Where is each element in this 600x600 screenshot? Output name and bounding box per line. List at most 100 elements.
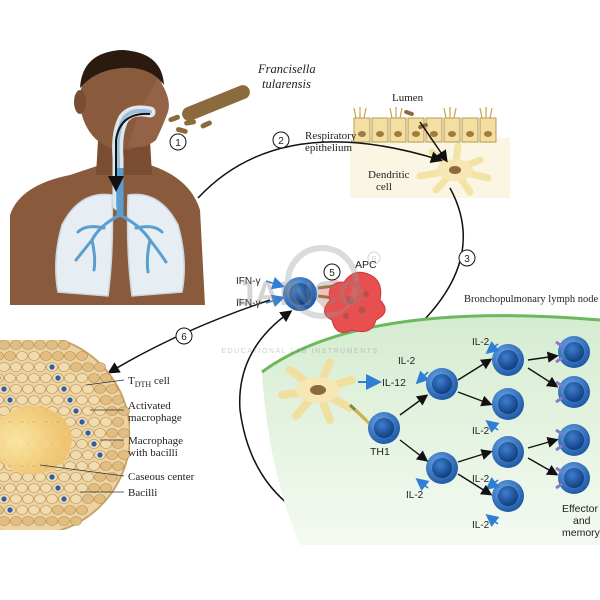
granuloma-cell bbox=[106, 384, 118, 394]
caseous-center-label: Caseous center bbox=[128, 471, 195, 483]
granuloma-cell bbox=[106, 406, 118, 416]
watermark-logo: JAINCO bbox=[236, 275, 364, 313]
granuloma-cell bbox=[118, 450, 130, 460]
granuloma-cell bbox=[112, 417, 124, 427]
bacilli-label: Bacilli bbox=[128, 487, 157, 499]
effector-label-2: and bbox=[573, 515, 591, 527]
il2-label-3: IL-2 bbox=[472, 426, 490, 437]
respiratory-epithelium bbox=[350, 107, 510, 198]
granuloma-cell bbox=[46, 384, 58, 394]
granuloma-cell bbox=[112, 395, 124, 405]
granuloma-cell bbox=[70, 494, 82, 504]
granuloma-cell bbox=[16, 373, 28, 383]
granuloma-cell bbox=[64, 483, 76, 493]
granuloma bbox=[0, 340, 130, 530]
tcell-apc-interaction bbox=[283, 271, 386, 333]
granuloma-cell bbox=[100, 461, 112, 471]
watermark-registered: R bbox=[371, 256, 376, 263]
granuloma-cell bbox=[82, 406, 94, 416]
granuloma-cell bbox=[94, 362, 106, 372]
t-dth-cell-dot bbox=[73, 408, 79, 414]
watermark-tagline: EDUCATIONAL LAB INSTRUMENTS bbox=[221, 348, 378, 355]
granuloma-cell bbox=[22, 384, 34, 394]
lymph-node-label: Bronchopulmonary lymph node bbox=[464, 294, 598, 305]
granuloma-cell bbox=[70, 516, 82, 526]
granuloma-cell bbox=[70, 362, 82, 372]
lumen-label: Lumen bbox=[392, 92, 424, 104]
granuloma-cell bbox=[10, 494, 22, 504]
il2-label-5: IL-2 bbox=[406, 490, 424, 501]
granuloma-cell bbox=[64, 373, 76, 383]
ifn-label-2: IFN-γ bbox=[236, 298, 260, 309]
granuloma-cell bbox=[22, 340, 34, 350]
granuloma-cell bbox=[70, 450, 82, 460]
granuloma-cell bbox=[88, 461, 100, 471]
granuloma-cell bbox=[16, 395, 28, 405]
t-cell-nucleus bbox=[432, 458, 452, 478]
t-cell-nucleus bbox=[498, 394, 518, 414]
granuloma-cell bbox=[76, 351, 88, 361]
dendritic-label-1: Dendritic bbox=[368, 169, 410, 181]
t-cell-nucleus bbox=[564, 430, 584, 450]
effector-label-1: Effector bbox=[562, 503, 598, 515]
granuloma-cell bbox=[16, 483, 28, 493]
granuloma-cell bbox=[76, 483, 88, 493]
granuloma-cell bbox=[10, 340, 22, 350]
effector-label-3: memory bbox=[562, 527, 600, 539]
t-cell-nucleus bbox=[498, 350, 518, 370]
t-dth-cell-dot bbox=[61, 496, 67, 502]
granuloma-cell bbox=[94, 406, 106, 416]
granuloma-cell bbox=[88, 395, 100, 405]
granuloma-cell bbox=[16, 351, 28, 361]
t-cell-receptor bbox=[555, 428, 563, 452]
t-cell-network bbox=[368, 336, 590, 527]
granuloma-cell bbox=[106, 450, 118, 460]
t-cell-nucleus bbox=[498, 442, 518, 462]
t-cell-nucleus bbox=[432, 374, 452, 394]
granuloma-cell bbox=[76, 395, 88, 405]
tdth-label: TDTH cell bbox=[128, 375, 170, 389]
t-dth-cell-dot bbox=[61, 386, 67, 392]
granuloma-cell bbox=[58, 516, 70, 526]
il2-label-6: IL-2 bbox=[472, 520, 490, 531]
granuloma-cell bbox=[40, 395, 52, 405]
granuloma-cell bbox=[112, 439, 124, 449]
il2-arrow bbox=[485, 420, 500, 433]
step-5: 5 bbox=[329, 268, 335, 279]
granuloma-cell bbox=[4, 483, 16, 493]
t-dth-cell-dot bbox=[97, 452, 103, 458]
t-cell-nucleus bbox=[564, 382, 584, 402]
t-dth-cell-dot bbox=[0, 486, 1, 490]
granuloma-cell bbox=[100, 373, 112, 383]
granuloma-cell bbox=[28, 395, 40, 405]
step-2: 2 bbox=[278, 136, 284, 147]
t-dth-cell-dot bbox=[49, 364, 55, 370]
granuloma-cell bbox=[34, 384, 46, 394]
step-3: 3 bbox=[464, 254, 470, 265]
step-6: 6 bbox=[181, 332, 187, 343]
granuloma-cell bbox=[40, 483, 52, 493]
granuloma-cell bbox=[0, 483, 4, 493]
granuloma-cell bbox=[70, 428, 82, 438]
t-cell-nucleus bbox=[498, 486, 518, 506]
organism-name-line1: Francisella bbox=[257, 62, 316, 76]
granuloma-cell bbox=[28, 505, 40, 515]
granuloma-cell bbox=[22, 516, 34, 526]
il12-label: IL-12 bbox=[382, 377, 406, 389]
t-cell-nucleus bbox=[564, 342, 584, 362]
t-dth-cell-dot bbox=[1, 496, 7, 502]
granuloma-cell bbox=[0, 362, 10, 372]
th1-label: TH1 bbox=[370, 446, 390, 458]
t-dth-cell-dot bbox=[7, 397, 13, 403]
granuloma-cell bbox=[82, 450, 94, 460]
granuloma-cell bbox=[10, 362, 22, 372]
granuloma-cell bbox=[106, 428, 118, 438]
granuloma-cell bbox=[46, 516, 58, 526]
granuloma-cell bbox=[34, 516, 46, 526]
granuloma-cell bbox=[0, 340, 10, 350]
t-cell-nucleus bbox=[564, 468, 584, 488]
granuloma-cell bbox=[76, 461, 88, 471]
apc-label: APC bbox=[355, 259, 377, 271]
granuloma-cell bbox=[0, 351, 4, 361]
granuloma-cell bbox=[34, 340, 46, 350]
